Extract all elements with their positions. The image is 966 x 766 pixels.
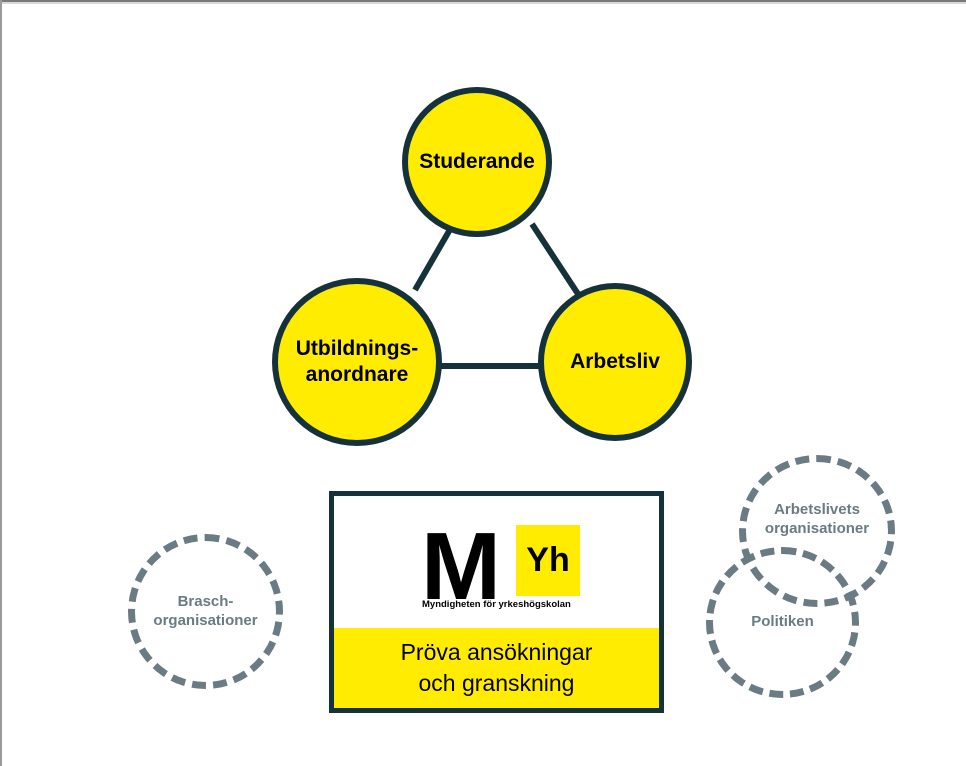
window-frame-shadow <box>2 2 966 4</box>
circle-branschorganisationer-label: Brasch- organisationer <box>153 593 257 631</box>
window-frame-top <box>0 0 966 2</box>
circle-branschorganisationer: Brasch- organisationer <box>128 534 283 689</box>
node-arbetsliv-label: Arbetsliv <box>570 349 660 373</box>
circle-politiken: Politiken <box>706 547 859 698</box>
node-studerande-label: Studerande <box>419 149 535 173</box>
myh-caption: Pröva ansökningar och granskning <box>334 628 659 708</box>
circle-arbetslivets-line1: Arbetslivets <box>774 501 860 519</box>
circle-branschorganisationer-line2: organisationer <box>153 611 258 629</box>
myh-box: M Yh Myndigheten för yrkeshögskolan Pröv… <box>329 491 664 713</box>
node-utbildningsanordnare: Utbildnings- anordnare <box>272 278 442 446</box>
myh-caption-line2: och granskning <box>418 670 575 696</box>
node-utbildningsanordnare-line1: Utbildnings- <box>295 336 419 360</box>
myh-logo-letter: M <box>421 513 501 620</box>
node-utbildningsanordnare-label: Utbildnings- anordnare <box>296 336 418 389</box>
circle-arbetslivets-line2: organisationer <box>764 520 870 537</box>
circle-politiken-label: Politiken <box>751 613 814 631</box>
circle-branschorganisationer-line1: Brasch- <box>177 592 234 610</box>
node-studerande: Studerande <box>402 87 552 237</box>
circle-arbetslivets-organisationer-label: Arbetslivets organisationer <box>765 501 869 539</box>
connector-top-left <box>412 224 455 292</box>
connector-top-right <box>529 222 581 296</box>
node-arbetsliv: Arbetsliv <box>538 283 692 441</box>
myh-caption-line1: Pröva ansökningar <box>400 638 593 665</box>
window-frame-left <box>0 0 2 766</box>
myh-logo-badge: Yh <box>516 525 580 596</box>
myh-logo-tagline: Myndigheten för yrkeshögskolan <box>422 599 571 610</box>
node-utbildningsanordnare-line2: anordnare <box>305 363 409 386</box>
